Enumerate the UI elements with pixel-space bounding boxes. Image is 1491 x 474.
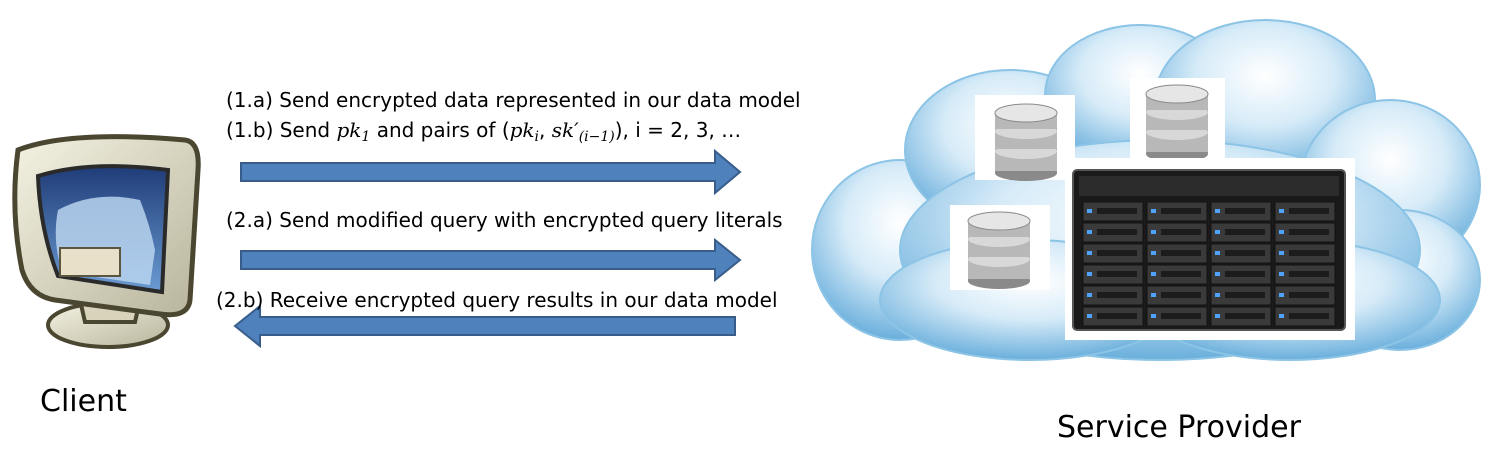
client-label: Client [40, 384, 127, 419]
drive-led [1279, 293, 1284, 297]
drive-led [1087, 272, 1092, 276]
drive-handle [1161, 208, 1201, 214]
drive-led [1215, 293, 1220, 297]
drive-handle [1161, 250, 1201, 256]
drive-handle [1097, 229, 1137, 235]
drive-handle [1289, 208, 1329, 214]
drive-led [1151, 209, 1156, 213]
drive-led [1215, 209, 1220, 213]
database-icon-3 [950, 205, 1050, 290]
drive-handle [1097, 313, 1137, 319]
drive-handle [1097, 250, 1137, 256]
drive-led [1087, 314, 1092, 318]
message-2b-text: (2.b) Receive encrypted query results in… [216, 288, 778, 312]
drive-handle [1161, 313, 1201, 319]
drive-led [1215, 251, 1220, 255]
drive-led [1279, 230, 1284, 234]
arrow-1-right [240, 148, 742, 196]
drive-led [1215, 230, 1220, 234]
drive-handle [1161, 292, 1201, 298]
drive-handle [1097, 271, 1137, 277]
drive-handle [1225, 250, 1265, 256]
drive-handle [1225, 208, 1265, 214]
drive-led [1279, 314, 1284, 318]
pk1-symbol: pk1 [336, 118, 371, 145]
arrow-2a-right [240, 237, 742, 283]
sk-symbol: sk′(i−1) [551, 118, 615, 145]
drive-led [1151, 293, 1156, 297]
drive-handle [1289, 292, 1329, 298]
message-1b-mid: and pairs of ( [376, 118, 510, 142]
drive-handle [1161, 271, 1201, 277]
drive-handle [1289, 229, 1329, 235]
drive-handle [1289, 250, 1329, 256]
drive-led [1151, 230, 1156, 234]
drive-led [1151, 251, 1156, 255]
drive-handle [1225, 292, 1265, 298]
message-1b-suffix: ), i = 2, 3, … [614, 118, 742, 142]
server-rack-icon [1065, 158, 1355, 340]
service-provider-label: Service Provider [1057, 410, 1301, 445]
drive-led [1279, 209, 1284, 213]
database-icon-2 [1130, 78, 1225, 162]
message-1b-prefix: (1.b) Send [226, 118, 331, 142]
drive-handle [1289, 313, 1329, 319]
arrow-2b-left [233, 303, 736, 349]
message-1a-text: (1.a) Send encrypted data represented in… [226, 88, 801, 112]
drive-handle [1225, 313, 1265, 319]
drive-led [1087, 293, 1092, 297]
drive-led [1215, 314, 1220, 318]
drive-led [1087, 209, 1092, 213]
drive-led [1279, 272, 1284, 276]
drive-handle [1289, 271, 1329, 277]
database-icon-1 [975, 95, 1075, 181]
drive-handle [1225, 271, 1265, 277]
drive-handle [1161, 229, 1201, 235]
drive-handle [1225, 229, 1265, 235]
drive-led [1215, 272, 1220, 276]
drive-led [1087, 230, 1092, 234]
pki-symbol: pki [509, 118, 540, 145]
drive-led [1151, 272, 1156, 276]
message-1b-text: (1.b) Send pk1 and pairs of (pki, sk′(i−… [226, 118, 741, 145]
message-2a-text: (2.a) Send modified query with encrypted… [226, 208, 783, 232]
message-1b-comma: , [539, 118, 546, 142]
drive-handle [1097, 208, 1137, 214]
drive-led [1279, 251, 1284, 255]
drive-led [1151, 314, 1156, 318]
drive-led [1087, 251, 1092, 255]
drive-handle [1097, 292, 1137, 298]
